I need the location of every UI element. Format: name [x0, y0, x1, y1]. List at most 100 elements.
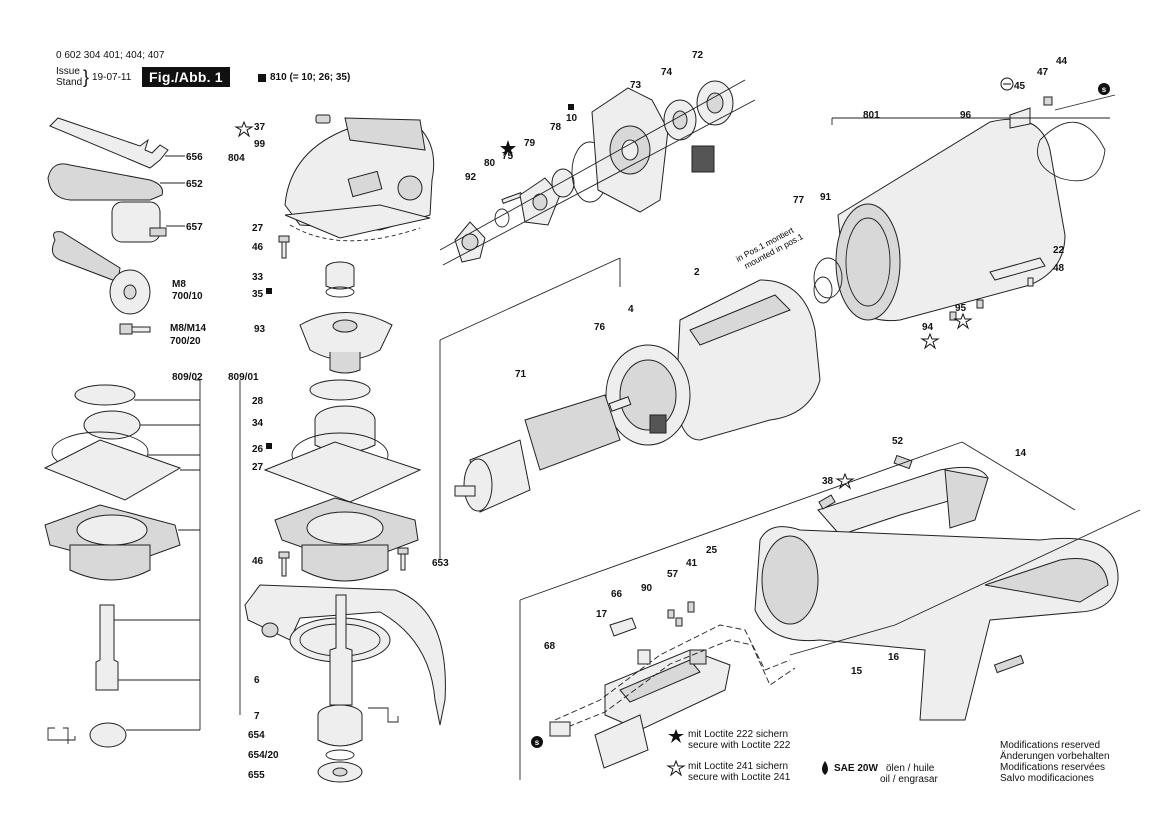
label-656: 656	[186, 152, 203, 163]
mod-de: Änderungen vorbehalten	[1000, 751, 1110, 762]
label-44: 44	[1056, 56, 1068, 67]
label-52: 52	[892, 436, 904, 447]
label-653: 653	[432, 558, 449, 569]
label-79: 79	[524, 138, 536, 149]
oil-de: ölen / huile	[886, 763, 935, 774]
mod-es: Salvo modificaciones	[1000, 773, 1094, 784]
ring-654-20	[325, 749, 355, 761]
set-note: 810 (= 10; 26; 35)	[270, 72, 351, 83]
label-74: 74	[661, 67, 673, 78]
label-94: 94	[922, 322, 934, 333]
label-92: 92	[465, 172, 477, 183]
mod-en: Modifications reserved	[1000, 740, 1101, 751]
washer-78	[551, 168, 575, 198]
oil-drop-icon	[822, 761, 828, 775]
screw-38	[818, 494, 836, 510]
label-57: 57	[667, 569, 679, 580]
nut-655	[317, 761, 363, 783]
ring-91	[813, 257, 843, 299]
legend-star-icon	[668, 729, 684, 743]
screw-94	[949, 311, 957, 321]
label-33: 33	[252, 272, 264, 283]
label-72: 72	[692, 50, 704, 61]
set-square-icon	[258, 74, 266, 82]
loctite222-en: secure with Loctite 222	[688, 740, 791, 751]
aux-handle-652	[47, 163, 185, 201]
bearing-33	[325, 261, 355, 290]
label-804: 804	[228, 153, 245, 164]
label-75: 75	[502, 151, 514, 162]
label-22: 22	[1053, 245, 1065, 256]
plate-22	[989, 257, 1046, 281]
screw-46a	[278, 235, 290, 259]
label-809-02: 809/02	[172, 372, 203, 383]
star-outline-icon-38	[835, 472, 855, 490]
key-7	[317, 704, 363, 747]
label-809-01: 809/01	[228, 372, 259, 383]
fan-4	[605, 344, 691, 446]
base-17	[594, 714, 649, 769]
label-37: 37	[254, 122, 266, 133]
label-6: 6	[254, 675, 260, 686]
label-654: 654	[248, 730, 265, 741]
earth-icon-45	[1000, 77, 1014, 91]
label-17: 17	[596, 609, 608, 620]
label-16: 16	[888, 652, 900, 663]
label-73: 73	[630, 80, 642, 91]
spanner-656	[49, 117, 185, 169]
label-46a: 46	[252, 242, 264, 253]
label-41: 41	[686, 558, 698, 569]
wiring	[554, 624, 796, 731]
bearing-plate-73	[591, 87, 669, 213]
screw-41	[687, 601, 695, 613]
label-700-20-m: M8/M14	[170, 323, 207, 334]
square-icon-26	[266, 443, 272, 449]
handle-cover-14	[817, 466, 989, 536]
label-7: 7	[254, 711, 260, 722]
label-14: 14	[1015, 448, 1027, 459]
label-77: 77	[793, 195, 805, 206]
label-10: 10	[566, 113, 578, 124]
star-outline-icon-95	[953, 312, 973, 330]
screw-52	[893, 454, 913, 470]
bearing-cap-72	[696, 80, 734, 126]
label-700-10-m: M8	[172, 279, 186, 290]
screw-75	[501, 192, 523, 204]
square-icon-10	[568, 104, 574, 110]
label-48: 48	[1053, 263, 1065, 274]
star-outline-icon-94	[920, 332, 940, 350]
screw-46b	[278, 547, 409, 577]
handle-body	[754, 526, 1119, 721]
loctite241-de: mit Loctite 241 sichern	[688, 761, 789, 772]
fig-label: Fig./Abb. 1	[142, 67, 230, 87]
stand-label: Stand	[56, 77, 83, 88]
square-icon-35	[266, 288, 272, 294]
label-15: 15	[851, 666, 863, 677]
screw-48	[1027, 277, 1034, 287]
label-27b: 27	[252, 462, 264, 473]
issue-brace: }	[83, 67, 90, 87]
nut-symbol-centre	[368, 707, 399, 723]
seal-icon-box	[691, 145, 715, 173]
label-4: 4	[628, 304, 634, 315]
screw-handle	[993, 654, 1025, 674]
label-76: 76	[594, 322, 606, 333]
armature-71	[454, 394, 632, 513]
oil-fr: oil / engrasar	[880, 774, 938, 785]
svg-text:s: s	[1102, 85, 1107, 94]
star-outline-icon-37	[234, 120, 254, 138]
label-45: 45	[1014, 81, 1026, 92]
oil-label: SAE 20W	[834, 763, 878, 774]
label-2: 2	[694, 267, 700, 278]
pinion-92	[454, 221, 486, 263]
mod-fr: Modifications reservées	[1000, 762, 1106, 773]
ring-77	[813, 276, 833, 304]
legend-star-outline-icon	[666, 759, 686, 777]
screw-95	[976, 299, 984, 309]
clamp-66	[609, 617, 637, 637]
gear-housing-99	[284, 114, 435, 242]
flange-assembly-809-02	[43, 384, 182, 748]
label-80: 80	[484, 158, 496, 169]
part-numbers: 0 602 304 401; 404; 407	[56, 50, 165, 61]
flange-assembly-809-01	[263, 379, 422, 582]
